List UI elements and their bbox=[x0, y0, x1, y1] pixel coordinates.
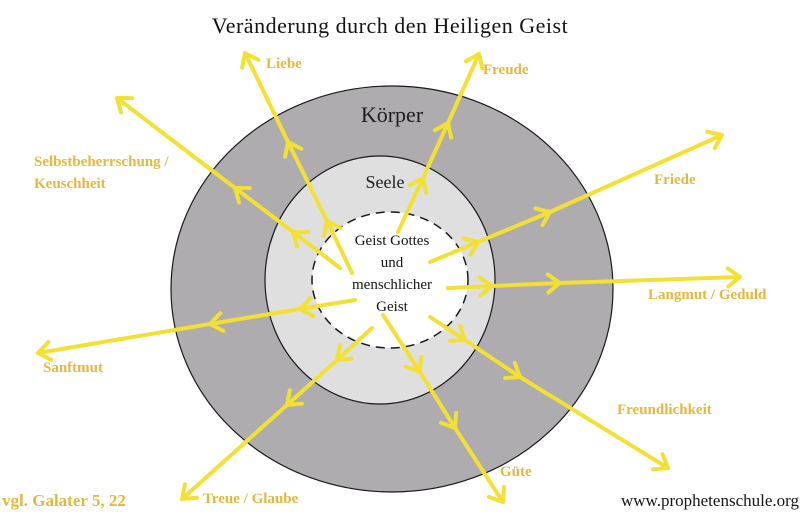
arrow-langmut bbox=[446, 266, 742, 298]
fruit-label-langmut-geduld: Langmut / Geduld bbox=[648, 287, 767, 303]
center-label: Geist Gottes und menschlicher Geist bbox=[315, 230, 469, 318]
arrow-treue bbox=[180, 326, 374, 501]
ring-label-seele: Seele bbox=[365, 172, 405, 192]
ring-label-koerper: Körper bbox=[360, 102, 424, 127]
fruit-label-friede: Friede bbox=[654, 172, 696, 188]
fruit-label-sanftmut: Sanftmut bbox=[43, 360, 104, 376]
page-title: Veränderung durch den Heiligen Geist bbox=[211, 13, 569, 38]
fruit-label-liebe: Liebe bbox=[266, 56, 302, 72]
arrow-group bbox=[36, 51, 742, 504]
website-url: www.prophetenschule.org bbox=[621, 491, 799, 510]
arrow-guete bbox=[381, 313, 507, 504]
fruit-label-treue-glaube: Treue / Glaube bbox=[203, 491, 299, 507]
ring-geist-gottes bbox=[311, 211, 469, 349]
center-line-1: Geist Gottes bbox=[354, 233, 430, 249]
arrow-liebe bbox=[240, 51, 354, 275]
fruit-label-freundlichkeit: Freundlichkeit bbox=[617, 402, 712, 418]
fruit-label-selbstbeherrschung-keuschheit: Selbstbeherrschung / Keuschheit bbox=[34, 154, 169, 192]
fruit-label-guete: Güte bbox=[500, 464, 532, 480]
center-line-2: und bbox=[380, 255, 404, 271]
center-line-4: Geist bbox=[376, 299, 408, 315]
fruit-label-freude: Freude bbox=[483, 62, 529, 78]
center-line-3: menschlicher bbox=[352, 277, 432, 293]
arrow-sanftmut bbox=[36, 296, 357, 362]
scripture-reference: vgl. Galater 5, 22 bbox=[2, 491, 126, 510]
arrow-friede bbox=[428, 129, 724, 264]
arrow-freude bbox=[396, 52, 485, 234]
